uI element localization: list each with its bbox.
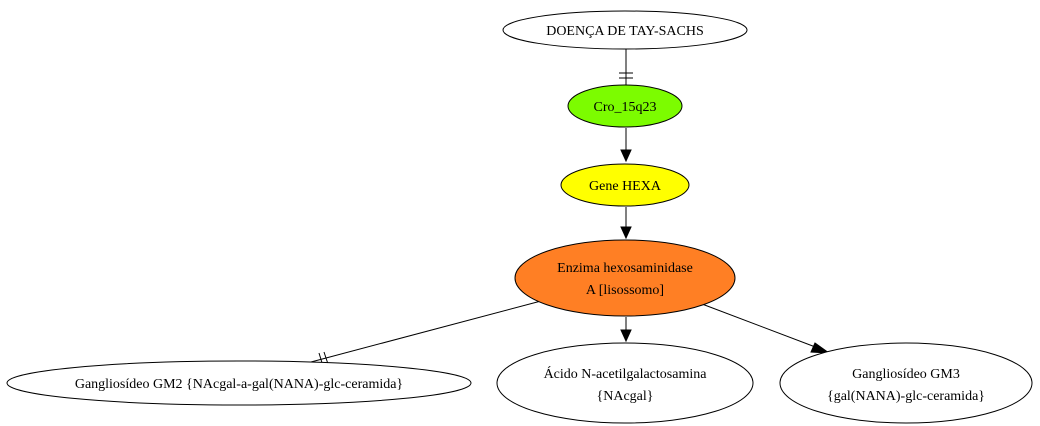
node-enzyme[interactable]: Enzima hexosaminidase A [lisossomo] bbox=[514, 239, 736, 317]
node-gm2-shape bbox=[6, 360, 472, 406]
tee-bar-icon bbox=[323, 351, 329, 365]
node-gm3-label-line1: Gangliosídeo GM3 bbox=[852, 367, 960, 382]
node-gene-label: Gene HEXA bbox=[589, 179, 662, 194]
node-enzyme-shape bbox=[514, 239, 736, 317]
node-enzyme-label-line1: Enzima hexosaminidase bbox=[557, 261, 693, 276]
node-disease[interactable]: DOENÇA DE TAY-SACHS bbox=[502, 10, 748, 50]
node-chromosome[interactable]: Cro_15q23 bbox=[567, 84, 683, 128]
node-gene[interactable]: Gene HEXA bbox=[560, 163, 690, 207]
node-gm2[interactable]: Gangliosídeo GM2 {NAcgal-a-gal(NANA)-glc… bbox=[6, 360, 472, 406]
node-nacgal[interactable]: Ácido N-acetilgalactosamina {NAcgal} bbox=[496, 342, 754, 424]
node-chromosome-shape bbox=[567, 84, 683, 128]
edge-disease-to-chromosome bbox=[619, 49, 633, 85]
edge-enzyme-to-gm2 bbox=[310, 300, 542, 367]
arrowhead-icon bbox=[620, 329, 632, 343]
node-disease-shape bbox=[502, 10, 748, 50]
node-chromosome-label: Cro_15q23 bbox=[594, 100, 657, 115]
node-nacgal-label-line1: Ácido N-acetilgalactosamina bbox=[544, 365, 708, 382]
nodes: DOENÇA DE TAY-SACHS Cro_15q23 Gene HEXA … bbox=[6, 10, 1033, 424]
edge-enzyme-to-nacgal bbox=[620, 317, 632, 343]
node-gm3-shape bbox=[779, 342, 1033, 424]
edge-chromosome-to-gene bbox=[620, 128, 632, 163]
edge-gene-to-enzyme bbox=[620, 207, 632, 240]
node-nacgal-shape bbox=[496, 342, 754, 424]
node-gm3[interactable]: Gangliosídeo GM3 {gal(NANA)-glc-ceramida… bbox=[779, 342, 1033, 424]
node-gm2-label: Gangliosídeo GM2 {NAcgal-a-gal(NANA)-glc… bbox=[75, 377, 403, 392]
node-enzyme-label-line2: A [lisossomo] bbox=[586, 283, 664, 298]
edge-line bbox=[310, 300, 542, 363]
arrowhead-icon bbox=[810, 342, 831, 354]
edges bbox=[310, 49, 831, 367]
node-gene-shape bbox=[560, 163, 690, 207]
edge-enzyme-to-gm3 bbox=[701, 303, 831, 354]
arrowhead-icon bbox=[620, 149, 632, 163]
arrowhead-icon bbox=[620, 226, 632, 240]
node-nacgal-label-line2: {NAcgal} bbox=[597, 389, 654, 404]
node-disease-label: DOENÇA DE TAY-SACHS bbox=[546, 24, 704, 39]
node-gm3-label-line2: {gal(NANA)-glc-ceramida} bbox=[827, 389, 985, 404]
edge-line bbox=[701, 303, 819, 349]
